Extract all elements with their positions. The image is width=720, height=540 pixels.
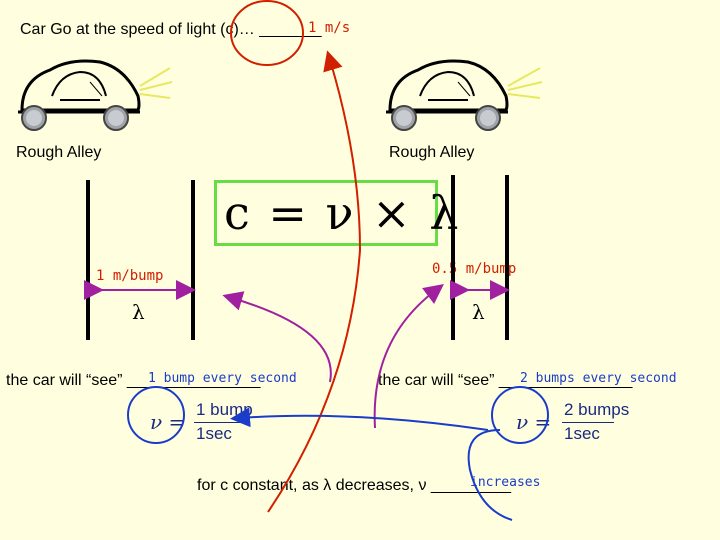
right-fraction-bar [562, 422, 614, 423]
right-frequency-symbol: ν = [516, 410, 552, 434]
equation: c = ν × λ [224, 186, 461, 240]
left-fraction-bar [194, 422, 246, 423]
right-sees-arrow [373, 283, 444, 429]
right-sees-prompt: the car will “see” _______________ [378, 372, 633, 389]
left-sees-prompt: the car will “see” _______________ [6, 372, 261, 389]
equation-box [214, 180, 438, 246]
right-road-label: Rough Alley [389, 144, 475, 161]
conclusion-prompt: for c constant, as λ decreases, ν ______… [197, 477, 511, 494]
left-fraction-denominator: 1sec [196, 424, 232, 443]
left-road-label: Rough Alley [16, 144, 102, 161]
right-frequency-circle [491, 386, 549, 444]
speed-question: Car Go at the speed of light (c)… ______… [20, 21, 322, 38]
right-fraction-denominator: 1sec [564, 424, 600, 443]
left-sees-answer: 1 bump every second [148, 371, 297, 386]
right-fraction-numerator: 2 bumps [564, 400, 630, 419]
left-car-icon [18, 59, 173, 131]
right-sees-answer: 2 bumps every second [520, 371, 677, 386]
right-car-icon [386, 59, 543, 131]
left-frequency-circle [127, 386, 185, 444]
conclusion-loop-arrow [467, 429, 513, 521]
speed-circle [230, 0, 304, 66]
conclusion-answer: increases [470, 475, 541, 490]
left-sees-arrow [222, 291, 332, 383]
left-wavelength-symbol: λ [132, 300, 145, 324]
frequency-compare-arrow [230, 407, 489, 431]
speed-arrow [267, 50, 362, 513]
speed-answer: 1 m/s [308, 20, 351, 36]
right-wavelength-symbol: λ [472, 300, 485, 324]
